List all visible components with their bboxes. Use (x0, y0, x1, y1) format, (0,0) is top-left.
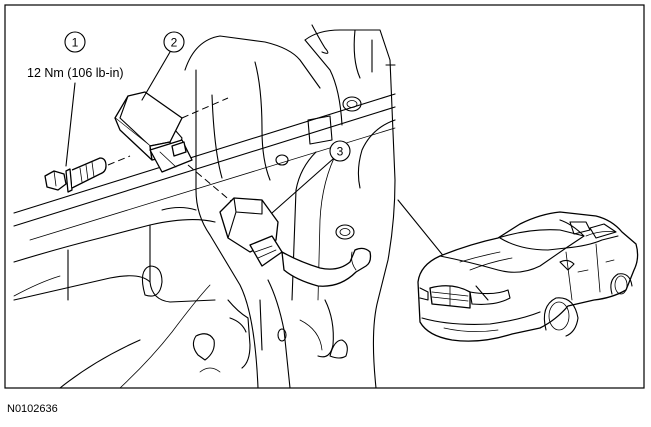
bolt-part (44, 155, 131, 193)
callout-3: 3 (271, 140, 351, 214)
callout-2-number: 2 (171, 36, 178, 50)
callout-1-number: 1 (72, 36, 79, 50)
harness-connector-part (219, 197, 372, 287)
figure-code-label: N0102636 (7, 403, 58, 415)
callout-3-number: 3 (337, 145, 344, 159)
callout-1: 1 (64, 31, 86, 167)
torque-spec-label: 12 Nm (106 lb-in) (27, 66, 124, 80)
callout-2: 2 (141, 31, 185, 101)
vehicle-body-structure (13, 24, 396, 389)
diagram-frame (4, 4, 645, 389)
vehicle-locator-illustration (417, 211, 639, 342)
sensor-module-part (114, 91, 233, 203)
